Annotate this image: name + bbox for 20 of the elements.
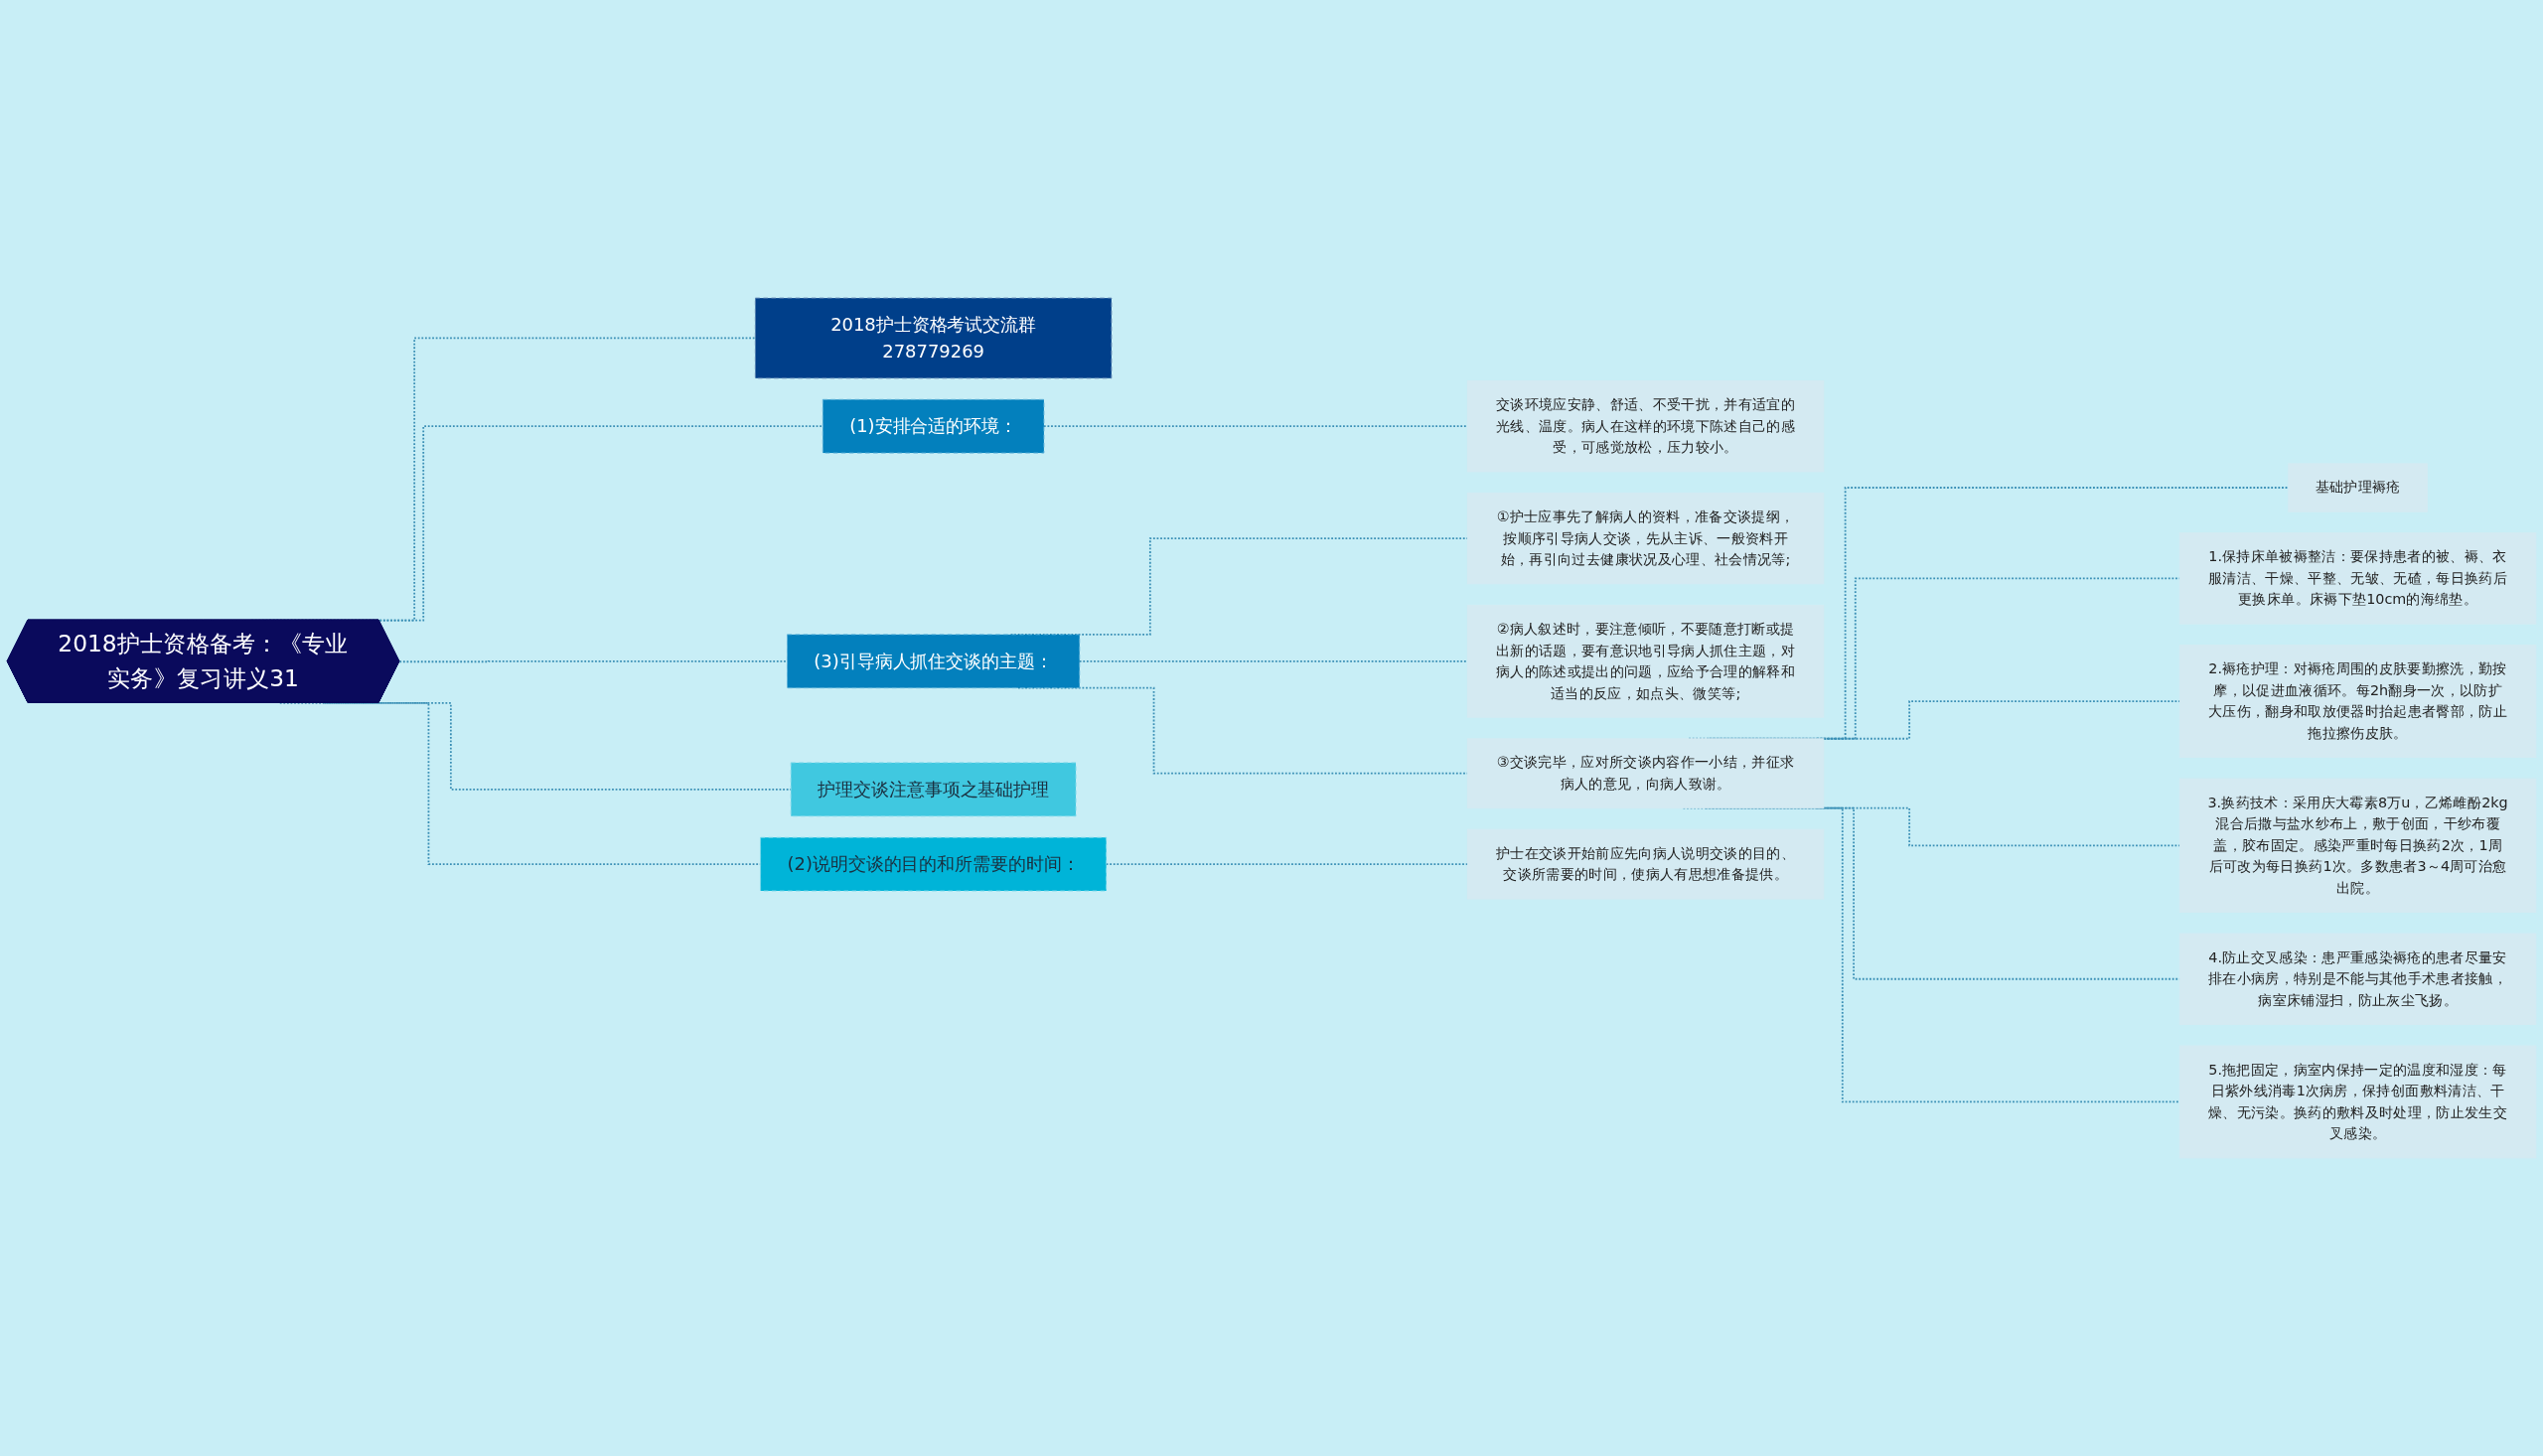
node-box: 1.保持床单被褥整洁：要保持患者的被、褥、衣服清洁、干燥、平整、无皱、无碴，每日换药后更换床单。床褥下垫10cm的海绵垫。 xyxy=(2178,532,2537,625)
node-box: (1)安排合适的环境： xyxy=(822,398,1045,454)
node-box: 护士在交谈开始前应先向病人说明交谈的目的、交谈所需要的时间，使病人有思想准备提供。 xyxy=(1466,828,1825,900)
node-box: ①护士应事先了解病人的资料，准备交谈提纲，按顺序引导病人交谈，先从主诉、一般资料开始，再引向过去健康状况及心理、社会情况等; xyxy=(1466,492,1825,585)
node-box: ③交谈完毕，应对所交谈内容作一小结，并征求病人的意见，向病人致谢。 xyxy=(1466,738,1825,809)
node-box: 交谈环境应安静、舒适、不受干扰，并有适宜的光线、温度。病人在这样的环境下陈述自己的感受，可感觉放松，压力较小。 xyxy=(1466,380,1825,473)
node-box: (3)引导病人抓住交谈的主题： xyxy=(787,634,1081,689)
connector xyxy=(1078,659,1469,662)
node-box: (2)说明交谈的目的和所需要的时间： xyxy=(760,836,1108,892)
node-box: 护理交谈注意事项之基础护理 xyxy=(790,762,1077,817)
connector xyxy=(398,659,789,663)
node-box: 4.防止交叉感染：患严重感染褥疮的患者尽量安排在小病房，特别是不能与其他手术患者接触，病室床铺湿扫，防止灰尘飞扬。 xyxy=(2178,933,2537,1025)
node-box: 2.褥疮护理：对褥疮周围的皮肤要勤擦洗，勤按摩，以促进血液循环。每2h翻身一次，以防扩大压伤，翻身和取放便器时抬起患者臀部，防止拖拉擦伤皮肤。 xyxy=(2178,645,2537,759)
node-box: ②病人叙述时，要注意倾听，不要随意打断或提出新的话题，要有意识地引导病人抓住主题，对病人的陈述或提出的问题，应给予合理的解释和适当的反应，如点头、微笑等; xyxy=(1466,604,1825,718)
node-box: 基础护理褥疮 xyxy=(2288,463,2428,512)
connector xyxy=(1043,425,1469,428)
node-box: 2018护士资格考试交流群278779269 xyxy=(754,297,1113,379)
node-box: 5.拖把固定，病室内保持一定的温度和湿度：每日紫外线消毒1次病房，保持创面敷料清洁、干燥、无污染。换药的敷料及时处理，防止发生交叉感染。 xyxy=(2178,1045,2537,1159)
connector xyxy=(1105,863,1469,865)
node-box: 3.换药技术：采用庆大霉素8万u，乙烯雌酚2kg混合后撒与盐水纱布上，敷于创面，干纱布覆盖，胶布固定。感染严重时每日换药2次，1周后可改为每日换药1次。多数患者3～4周可治愈出院。 xyxy=(2178,778,2537,913)
